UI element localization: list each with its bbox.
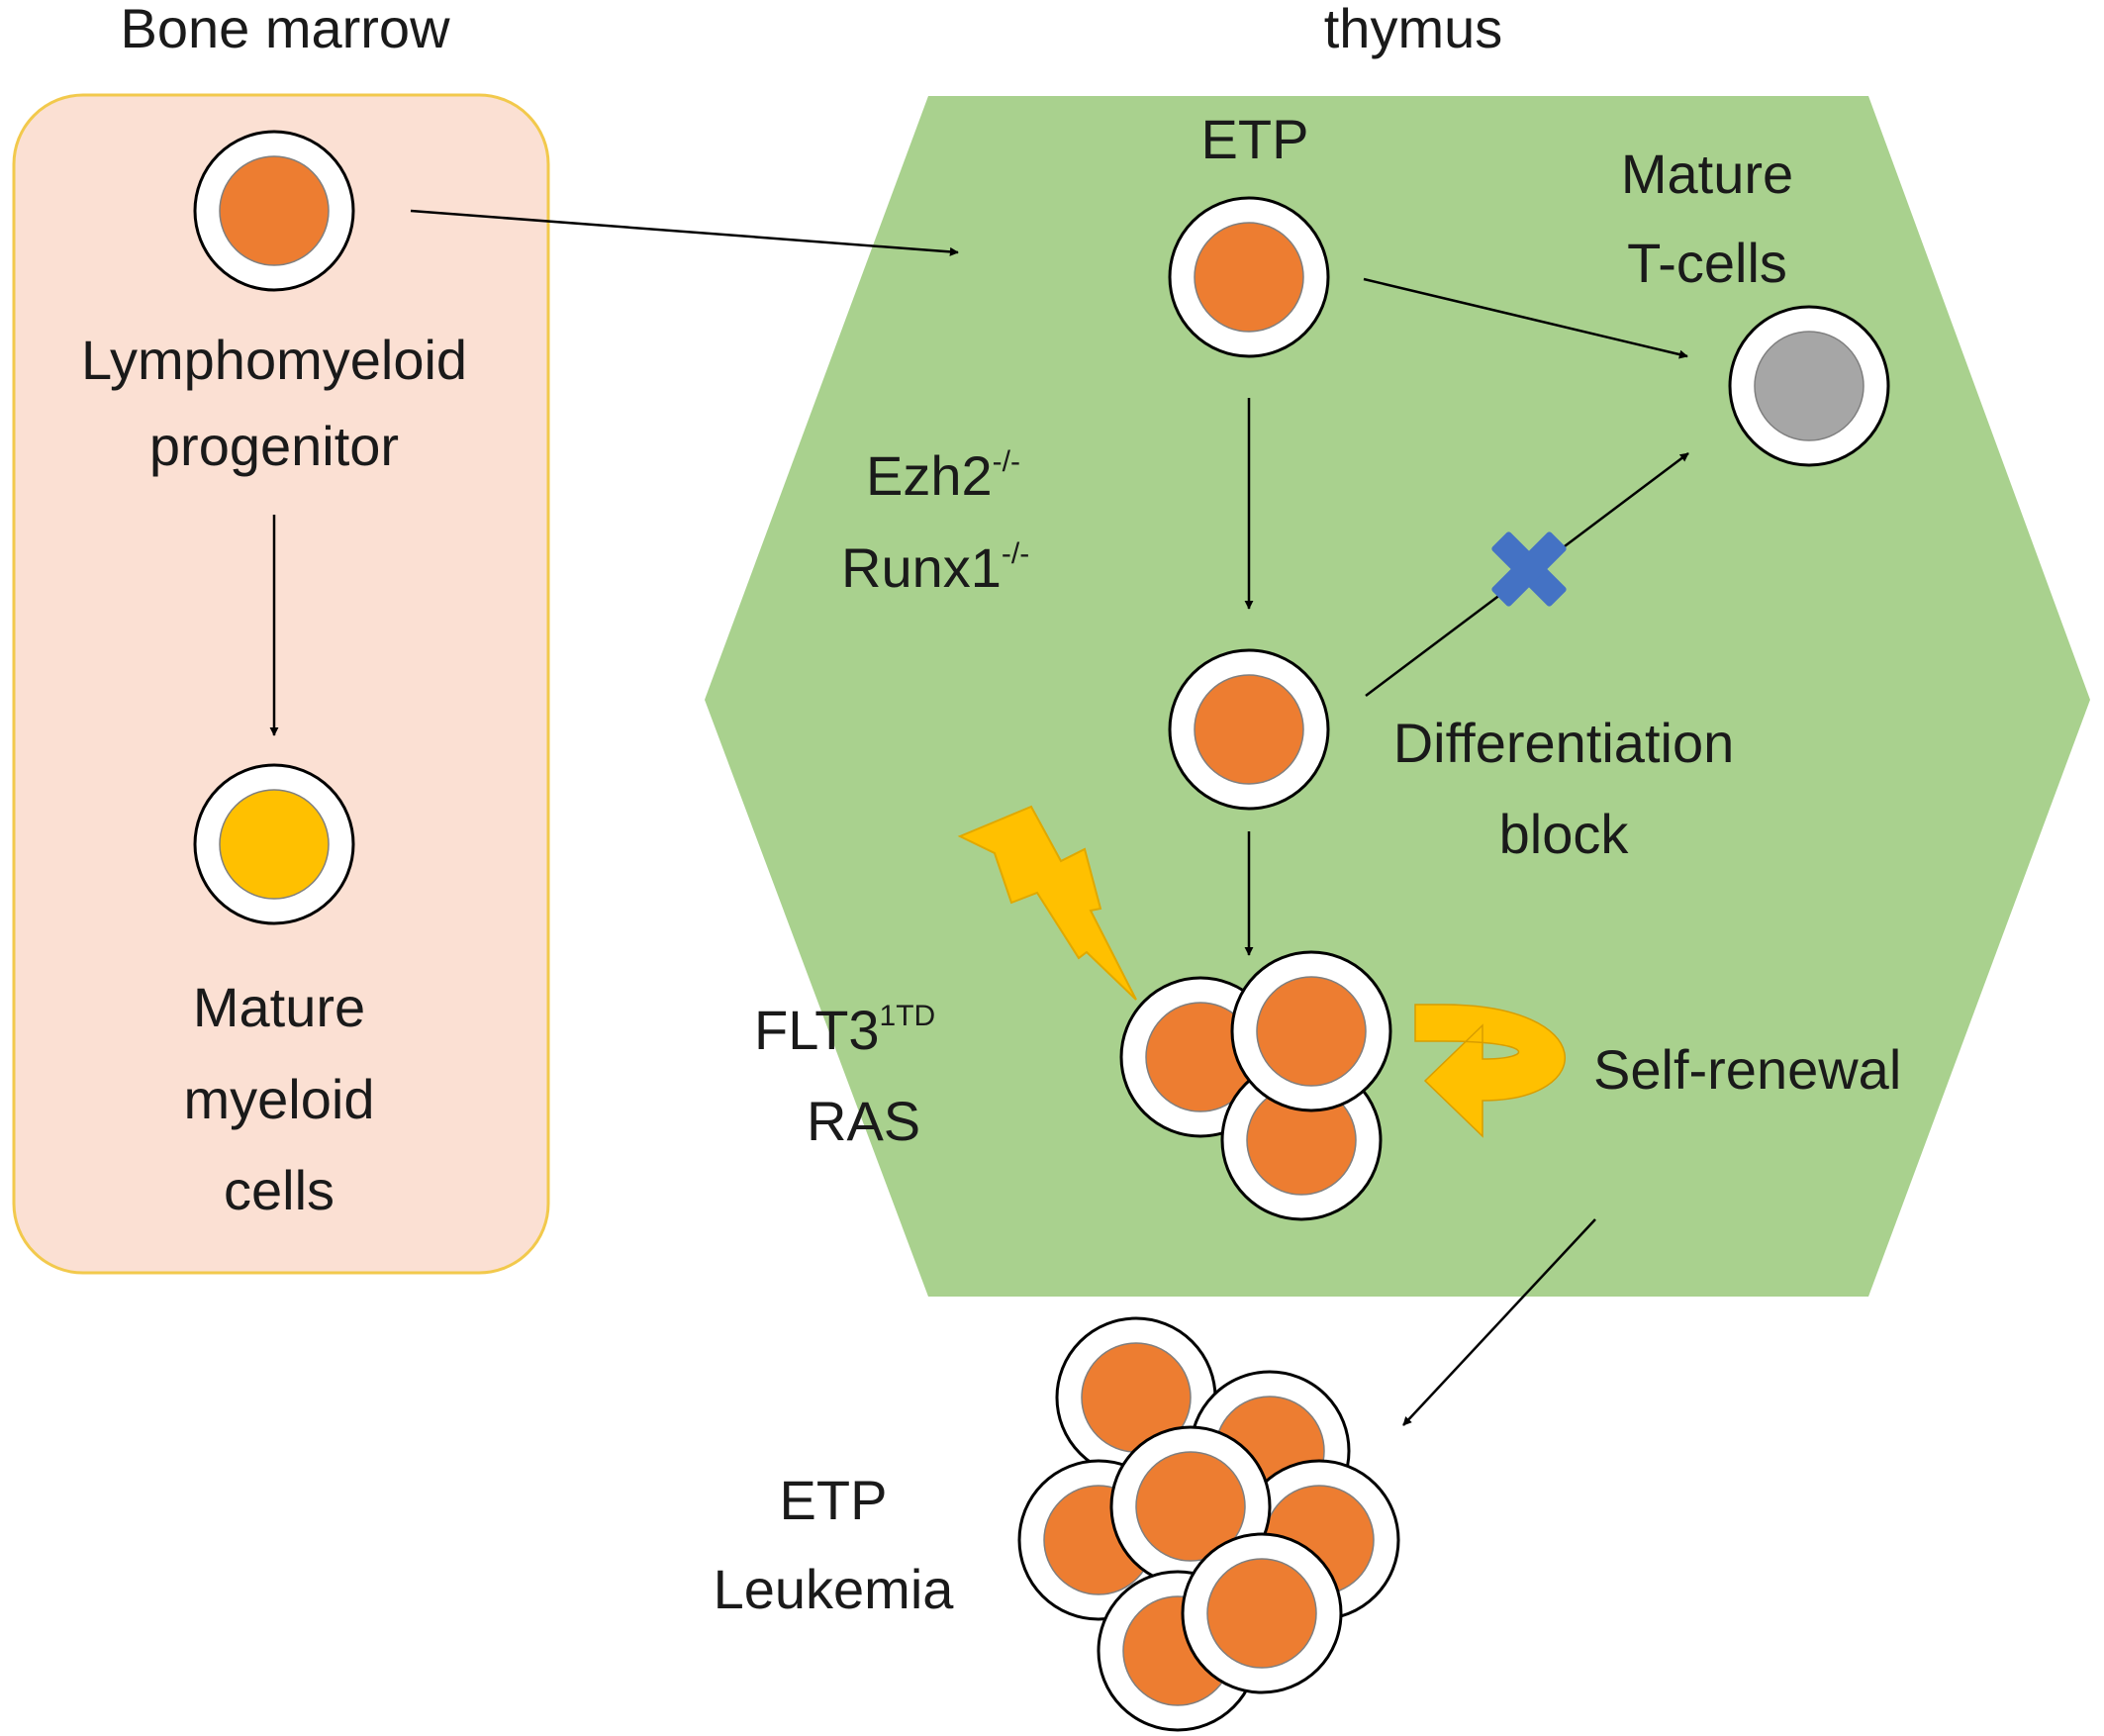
progenitor-label: Lymphomyeloid xyxy=(81,329,467,391)
bone-marrow-panel xyxy=(12,93,550,1275)
cell-cluster-leukemia xyxy=(1017,1316,1400,1732)
flt3-superscript: 1TD xyxy=(880,1000,936,1032)
arrow-etp-to-tcells xyxy=(1363,277,1688,359)
ras-label: RAS xyxy=(807,1090,920,1152)
progenitor-label: progenitor xyxy=(149,415,399,477)
arrow-progenitor-to-thymus xyxy=(410,209,959,256)
self-renewal-arrow-icon xyxy=(1414,1004,1566,1138)
cell-etp xyxy=(1168,196,1330,358)
ezh2-superscript: -/- xyxy=(993,445,1020,478)
diff-block-label: block xyxy=(1499,803,1630,865)
flt3-base: FLT3 xyxy=(754,999,880,1061)
ezh2-base: Ezh2 xyxy=(866,444,993,507)
diff-block-label: Differentiation xyxy=(1393,712,1735,774)
tcells-label: Mature xyxy=(1621,143,1793,205)
arrow-thymus-to-leukemia xyxy=(1402,1218,1596,1426)
ezh2-label: Ezh2-/- xyxy=(866,444,1020,507)
cell-progenitor xyxy=(193,130,355,292)
etp-label: ETP xyxy=(1201,108,1309,170)
thymus-title: thymus xyxy=(1324,0,1503,59)
cell-mature-tcell xyxy=(1728,305,1890,467)
runx1-base: Runx1 xyxy=(841,536,1002,599)
cell-cluster-self-renewal xyxy=(1119,950,1392,1221)
cell-blocked-etp xyxy=(1168,648,1330,811)
myeloid-label: myeloid xyxy=(184,1068,375,1130)
cell-mature-myeloid xyxy=(193,763,355,925)
lightning-icon xyxy=(957,805,1137,1001)
myeloid-label: Mature xyxy=(193,976,365,1038)
leukemia-label: ETP xyxy=(780,1469,888,1531)
runx1-superscript: -/- xyxy=(1002,537,1029,570)
leukemia-label: Leukemia xyxy=(714,1558,955,1620)
flt3-label: FLT31TD xyxy=(754,999,935,1061)
tcells-label: T-cells xyxy=(1627,232,1787,294)
bone-marrow-title: Bone marrow xyxy=(120,0,450,59)
runx1-label: Runx1-/- xyxy=(841,536,1029,599)
self-renewal-label: Self-renewal xyxy=(1593,1038,1901,1101)
myeloid-label: cells xyxy=(224,1159,335,1221)
block-x-icon xyxy=(1491,531,1567,607)
